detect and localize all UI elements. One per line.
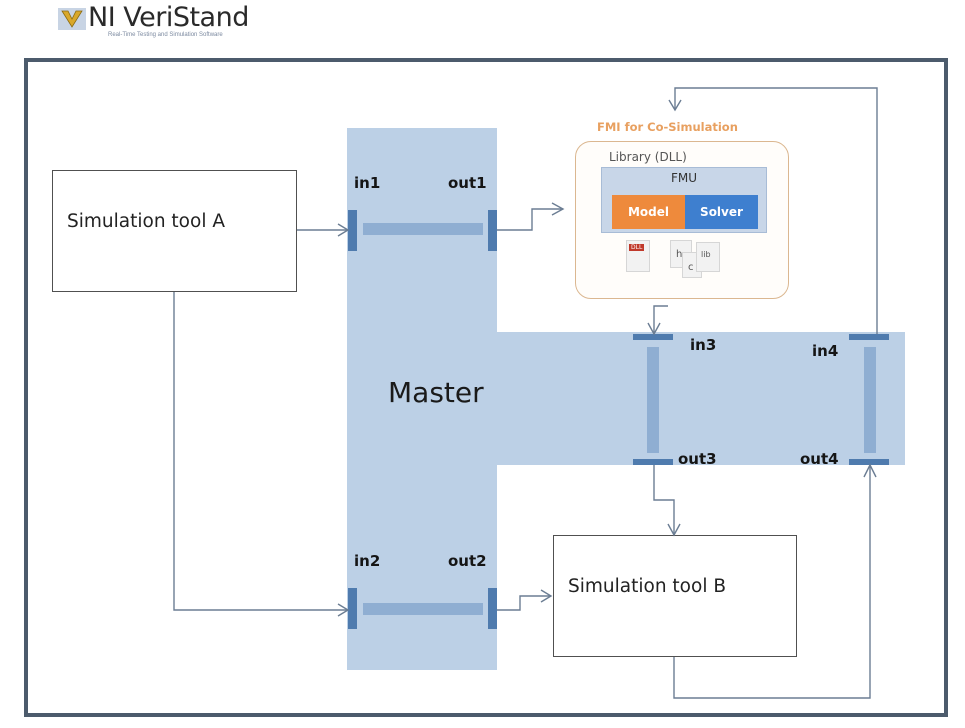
lib-file-icon: lib [696,242,720,272]
simulation-tool-a-label: Simulation tool A [67,211,225,232]
arrowhead-fmi [551,202,565,216]
dll-file-icon: DLL [626,240,650,272]
channel-bar-4 [864,347,876,453]
wire-fmi-to-in3 [653,305,668,334]
lib-file-label: lib [701,250,711,259]
simulation-tool-a-box[interactable]: Simulation tool A [52,170,297,292]
arrowhead-out4 [863,463,877,478]
port-label-out2: out2 [448,552,487,570]
logo-tagline: Real-Time Testing and Simulation Softwar… [108,32,223,38]
master-vertical-block [347,128,497,670]
channel-bar-3 [647,347,659,453]
fmi-title: FMI for Co-Simulation [597,120,738,134]
port-label-out3: out3 [678,450,717,468]
channel-bar-1 [363,223,483,235]
solver-block: Solver [685,195,758,229]
port-out2[interactable] [488,588,497,629]
arrowhead-fmi-top [668,99,682,112]
fmi-library-container[interactable]: Library (DLL) FMU Model Solver DLL h c l… [575,141,789,299]
wire-out2-to-b [497,595,551,611]
wire-out3-to-b [653,465,675,535]
arrowhead-in3 [647,322,661,336]
model-block: Model [612,195,685,229]
c-file-label: c [688,262,694,273]
port-label-in4: in4 [812,342,839,360]
simulation-tool-b-label: Simulation tool B [568,576,727,597]
port-out4[interactable] [849,459,889,465]
port-label-in2: in2 [354,552,381,570]
ni-veristand-logo [58,2,280,50]
port-label-out1: out1 [448,174,487,192]
wire-out1-to-fmi [497,208,563,231]
wire-in4-to-fmi [674,87,878,334]
port-out3[interactable] [633,459,673,465]
port-in1[interactable] [348,210,357,251]
fmu-label: FMU [671,171,698,185]
library-label: Library (DLL) [609,150,687,164]
wire-a-to-in2 [173,292,348,611]
arrowhead-b-top [667,523,681,537]
logo-brand-text: NI VeriStand [88,2,249,33]
channel-bar-2 [363,603,483,615]
port-in4[interactable] [849,334,889,340]
port-out1[interactable] [488,210,497,251]
wire-b-to-out4 [673,465,871,699]
master-label: Master [388,376,484,409]
fmu-box: FMU Model Solver [601,167,767,233]
arrowhead-in1 [337,223,350,237]
diagram-frame [24,58,948,717]
arrowhead-in2 [337,603,350,617]
dll-file-tag: DLL [629,244,645,251]
arrowhead-b-left [540,589,553,603]
port-in3[interactable] [633,334,673,340]
h-file-label: h [676,249,683,260]
port-label-in3: in3 [690,336,717,354]
port-label-in1: in1 [354,174,381,192]
veristand-v-icon [58,8,86,30]
port-label-out4: out4 [800,450,839,468]
port-in2[interactable] [348,588,357,629]
simulation-tool-b-box[interactable]: Simulation tool B [553,535,797,657]
master-horizontal-block [497,332,905,465]
